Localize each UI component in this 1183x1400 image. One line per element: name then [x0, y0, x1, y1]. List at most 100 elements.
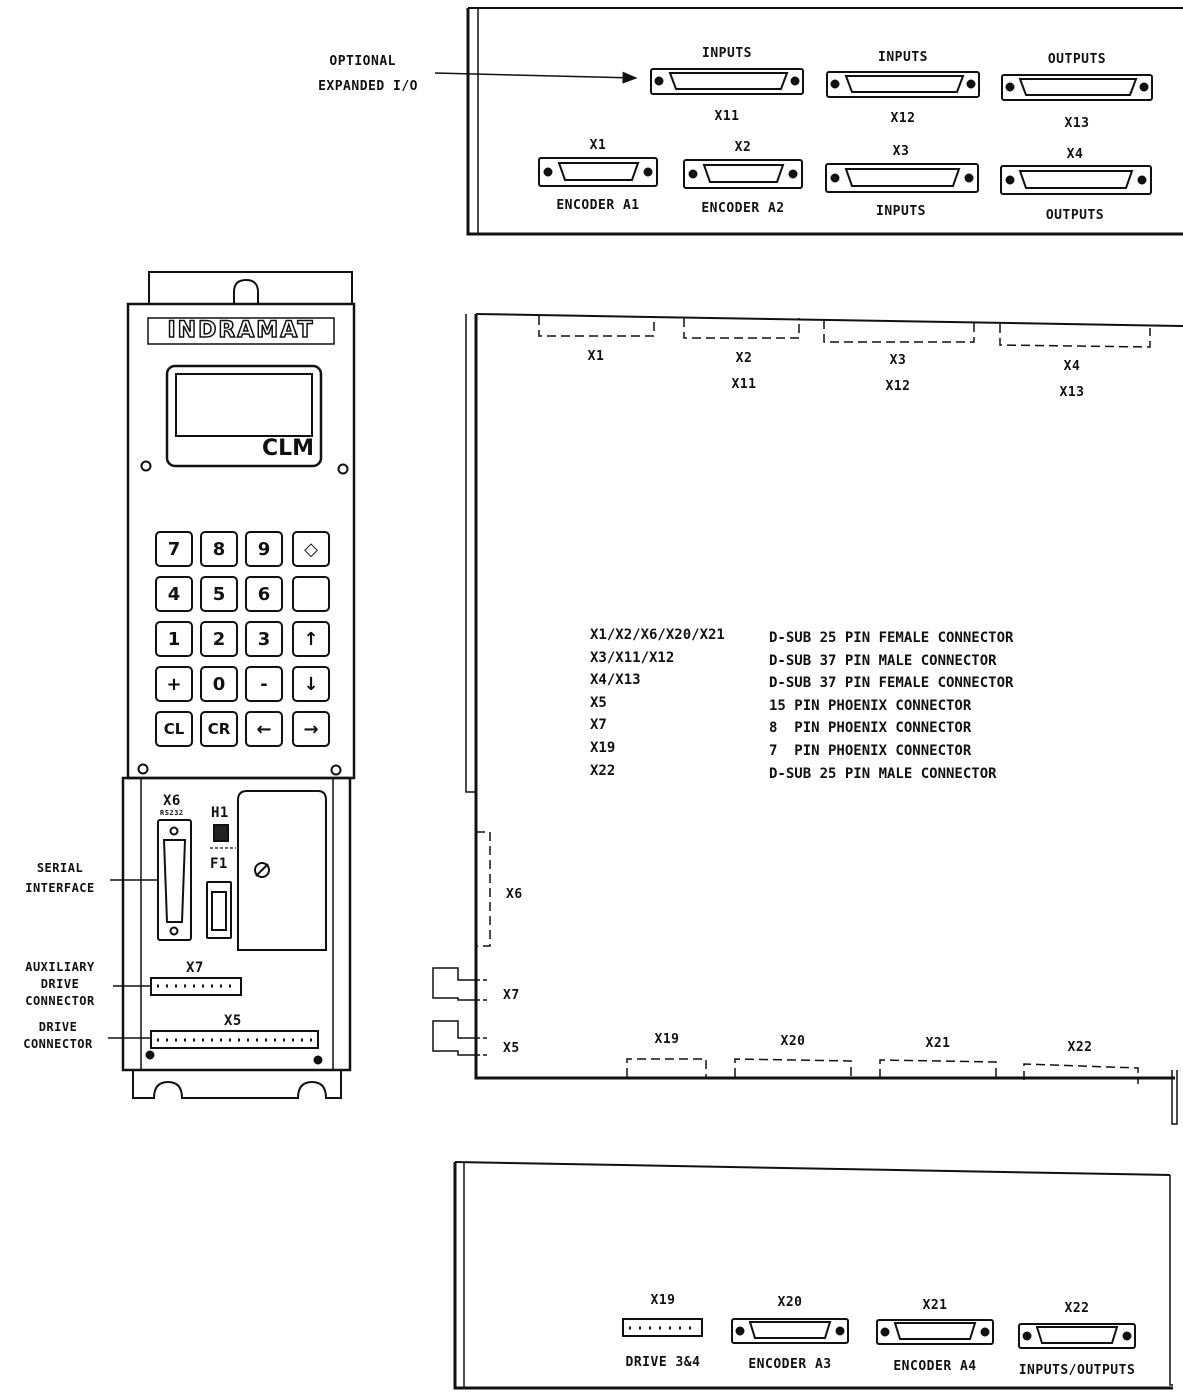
mid-x13-label: X13	[1059, 385, 1085, 400]
bot-x19-desc: DRIVE 3&4	[625, 1355, 701, 1370]
optional-io-arrow	[434, 71, 638, 84]
dsub-connector-x12	[826, 71, 980, 98]
key-6[interactable]: 6	[245, 576, 283, 612]
x2-bottom-label: ENCODER A2	[701, 201, 785, 216]
mid-x20-label: X20	[780, 1034, 806, 1049]
key-cr[interactable]: CR	[200, 711, 238, 747]
bot-x22-label: X22	[1064, 1301, 1090, 1316]
x6-sub-label: RS232	[160, 809, 184, 817]
x6-serial-connector	[157, 819, 192, 941]
middle-dashed-outlines	[476, 316, 1151, 1084]
key-4[interactable]: 4	[155, 576, 193, 612]
x19-terminal-bottom	[622, 1318, 703, 1337]
x5-terminal	[150, 1030, 319, 1049]
legend-desc: D-SUB 37 PIN MALE CONNECTOR	[769, 652, 997, 669]
mid-x12-label: X12	[885, 379, 911, 394]
legend-desc: D-SUB 25 PIN FEMALE CONNECTOR	[769, 630, 1014, 646]
legend-id: X1/X2/X6/X20/X21	[590, 627, 725, 643]
x11-label: X11	[714, 109, 740, 124]
f1-label: F1	[210, 856, 228, 872]
mid-x4-label: X4	[1063, 359, 1081, 374]
legend-id: X5	[590, 694, 607, 711]
mid-x21-label: X21	[925, 1036, 951, 1051]
key-0[interactable]: 0	[200, 666, 238, 702]
dsub-connector-x3	[825, 163, 979, 193]
x11-top-label: INPUTS	[702, 46, 752, 61]
key-cl[interactable]: CL	[155, 711, 193, 747]
h1-led-f1-fuse	[206, 824, 236, 939]
optional-label-line1: OPTIONAL	[329, 54, 396, 69]
auxiliary-label-2: DRIVE	[40, 977, 80, 991]
mid-x7-label: X7	[503, 988, 520, 1003]
legend-id: X3/X11/X12	[590, 649, 675, 666]
key-9[interactable]: 9	[245, 531, 283, 567]
dsub-connector-x11	[650, 68, 804, 95]
x5-front-label: X5	[224, 1013, 242, 1029]
middle-panel	[465, 313, 1183, 1125]
drive-label-2: CONNECTOR	[23, 1037, 93, 1051]
serial-label-1: SERIAL	[36, 861, 84, 875]
x7-terminal	[150, 977, 242, 996]
dsub-connector-x20	[731, 1318, 849, 1344]
dsub-connector-x4	[1000, 165, 1152, 195]
bot-x22-desc: INPUTS/OUTPUTS	[1018, 1363, 1136, 1378]
dsub-connector-x21	[876, 1319, 994, 1345]
key-home[interactable]: ◇	[292, 531, 330, 567]
cover-plate	[237, 790, 327, 951]
leader-lines	[108, 879, 158, 1039]
drive-label-1: DRIVE	[38, 1020, 78, 1034]
legend-desc: 8 PIN PHOENIX CONNECTOR	[769, 720, 972, 737]
dsub-connector-x2	[683, 159, 803, 189]
top-panel	[434, 7, 1183, 236]
x13-top-label: OUTPUTS	[1047, 52, 1107, 67]
dsub-connector-x1	[538, 157, 658, 187]
key-5[interactable]: 5	[200, 576, 238, 612]
bot-x21-desc: ENCODER A4	[893, 1359, 977, 1374]
dsub-connector-x22	[1018, 1323, 1136, 1349]
key-up[interactable]: ↑	[292, 621, 330, 657]
front-panel	[121, 271, 356, 1099]
legend-desc: 7 PIN PHOENIX CONNECTOR	[769, 742, 972, 759]
h1-label: H1	[211, 805, 229, 821]
x2-label: X2	[734, 140, 752, 155]
mid-x22-label: X22	[1067, 1040, 1093, 1055]
legend-desc: D-SUB 37 PIN FEMALE CONNECTOR	[769, 675, 1014, 692]
x3-bottom-label: INPUTS	[876, 204, 926, 219]
display-text: CLM	[262, 436, 315, 461]
bot-x20-desc: ENCODER A3	[748, 1357, 832, 1372]
key-left[interactable]: ←	[245, 711, 283, 747]
key-blank[interactable]	[292, 576, 330, 612]
mid-x3-label: X3	[889, 353, 907, 368]
key-right[interactable]: →	[292, 711, 330, 747]
x3-label: X3	[892, 144, 910, 159]
x6-label: X6	[163, 793, 181, 809]
key-8[interactable]: 8	[200, 531, 238, 567]
legend-id: X4/X13	[590, 672, 641, 689]
mid-x11-label: X11	[731, 377, 757, 392]
serial-label-2: INTERFACE	[25, 881, 95, 895]
bot-x19-label: X19	[650, 1293, 676, 1308]
key-down[interactable]: ↓	[292, 666, 330, 702]
mid-x1-label: X1	[587, 349, 605, 364]
x12-top-label: INPUTS	[878, 50, 928, 65]
key-1[interactable]: 1	[155, 621, 193, 657]
legend-desc: 15 PIN PHOENIX CONNECTOR	[769, 697, 972, 714]
mid-x6-label: X6	[506, 887, 523, 902]
x13-label: X13	[1064, 116, 1090, 131]
key-7[interactable]: 7	[155, 531, 193, 567]
legend-descriptions: D-SUB 25 PIN FEMALE CONNECTOR D-SUB 37 P…	[769, 627, 1013, 785]
side-plug-sketches	[432, 967, 487, 1056]
mid-x2-label: X2	[735, 351, 753, 366]
x7-front-label: X7	[186, 960, 204, 976]
auxiliary-label-1: AUXILIARY	[25, 960, 95, 974]
dsub-connector-x13	[1001, 74, 1153, 101]
key-plus[interactable]: +	[155, 666, 193, 702]
mid-x5-label: X5	[503, 1041, 520, 1056]
optional-label-line2: EXPANDED I/O	[318, 79, 418, 94]
legend-id: X22	[590, 762, 616, 779]
key-2[interactable]: 2	[200, 621, 238, 657]
legend-desc: D-SUB 25 PIN MALE CONNECTOR	[769, 765, 997, 782]
key-minus[interactable]: -	[245, 666, 283, 702]
key-3[interactable]: 3	[245, 621, 283, 657]
